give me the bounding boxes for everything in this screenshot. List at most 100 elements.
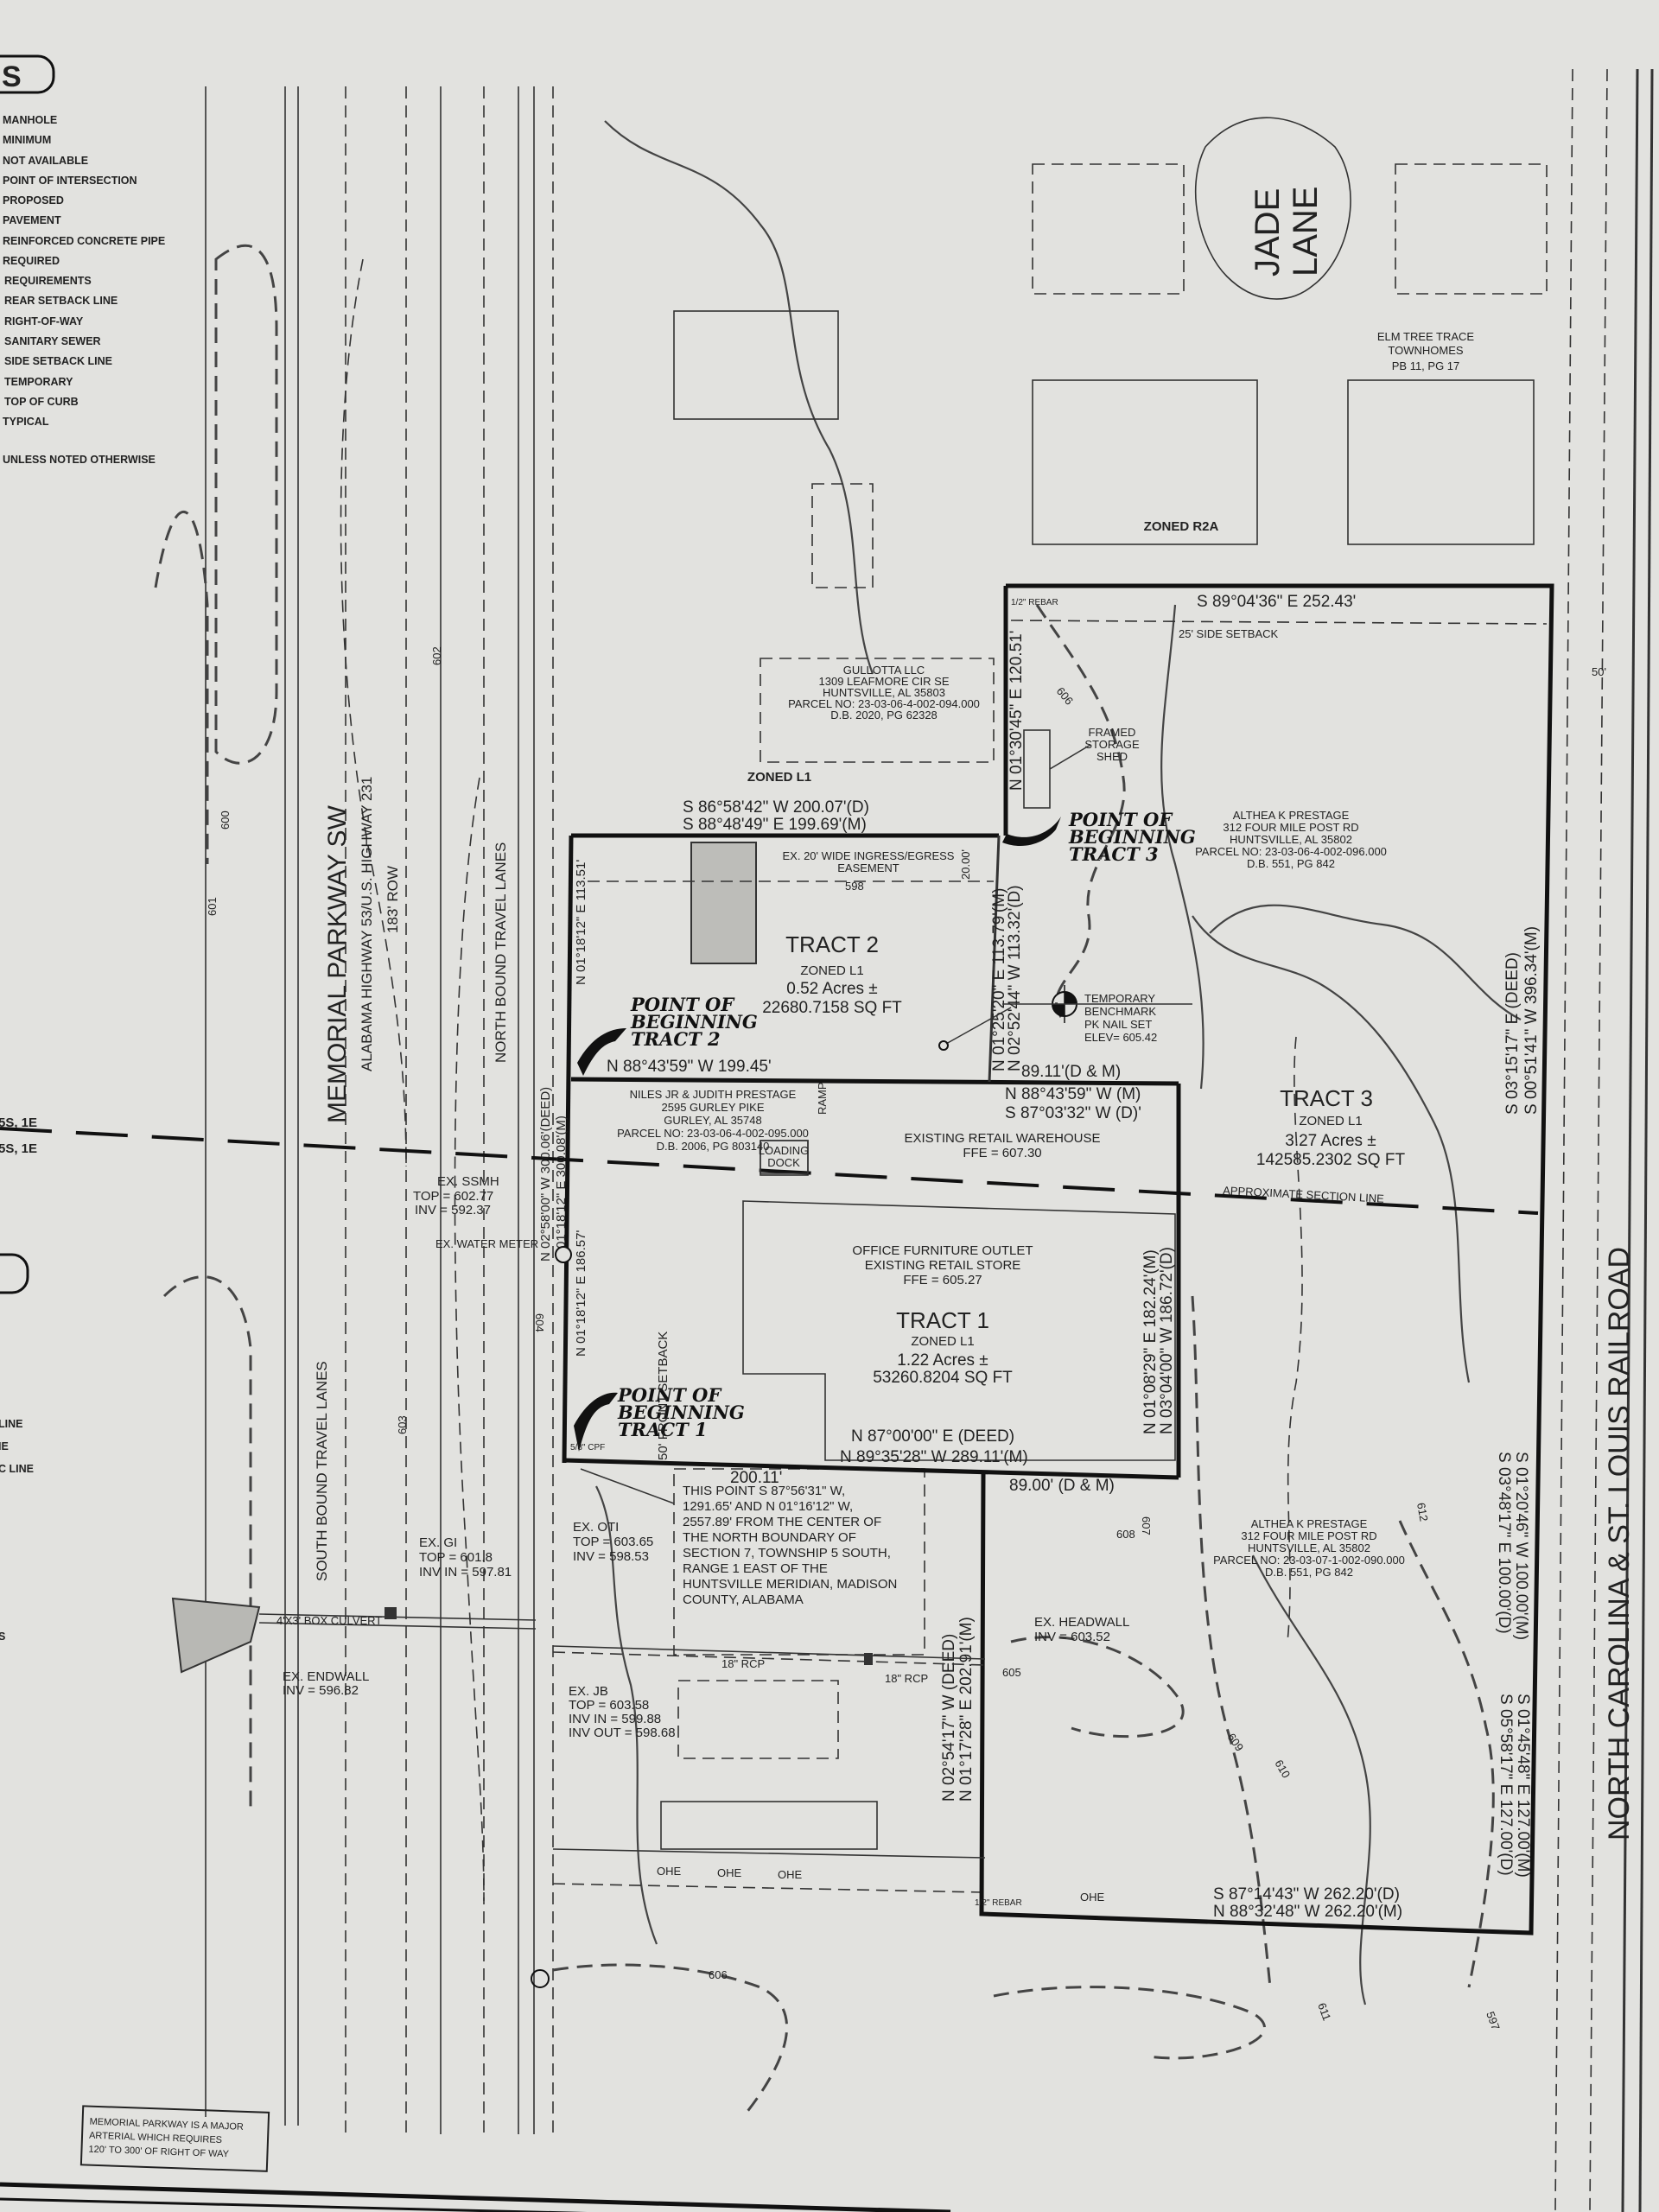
bearing-label: S 88°48'49" E 199.69'(M) — [683, 816, 867, 834]
tract2-sqft: 22680.7158 SQ FT — [762, 999, 902, 1017]
section-line-label: APPROXIMATE SECTION LINE — [1223, 1184, 1385, 1205]
pob-tract2: TRACT 2 — [631, 1028, 721, 1050]
elm-tree-label: PB 11, PG 17 — [1392, 359, 1460, 372]
south-bound-lanes-label: SOUTH BOUND TRAVEL LANES — [314, 1361, 330, 1581]
survey-annotations: EX. 20' WIDE INGRESS/EGRESS EASEMENT FRA… — [276, 598, 1385, 1988]
zoned-r2a-label: ZONED R2A — [1144, 519, 1219, 534]
junction-box-symbol — [864, 1653, 873, 1665]
althea-north-label: ALTHEA K PRESTAGE — [1233, 809, 1350, 822]
tract3-boundary — [979, 583, 1554, 1936]
retail-store-footprint — [742, 1200, 1176, 1461]
benchmark-label: ELEV= 605.42 — [1084, 1031, 1157, 1044]
cpf-label: 5/8" CPF — [570, 1443, 605, 1452]
tract-labels: TRACT 2 ZONED L1 0.52 Acres ± 22680.7158… — [762, 931, 1405, 1387]
parkway-name: MEMORIAL PARKWAY SW — [323, 804, 352, 1123]
ssmh-label: EX. SSMH — [437, 1174, 499, 1189]
this-point-note: HUNTSVILLE MERIDIAN, MADISON — [683, 1577, 897, 1592]
legend-title: S — [2, 60, 22, 93]
railroad-offset-label: 50' — [1592, 665, 1606, 678]
bearing-label: N 01°30'45" E 120.51' — [1007, 631, 1026, 791]
jade-lane-cul-de-sac — [1194, 117, 1351, 300]
warehouse-label: FFE = 607.30 — [963, 1146, 1041, 1160]
overhead-electric-label: OHE — [1080, 1891, 1105, 1904]
endwall-label: INV = 596.82 — [283, 1683, 359, 1698]
tract1-title: TRACT 1 — [896, 1307, 989, 1333]
tract2-south-line — [570, 1077, 1179, 1086]
contour-label: 597 — [1484, 2010, 1503, 2032]
sheet-border — [0, 2182, 951, 2212]
legend-item: REQUIRED — [3, 255, 60, 267]
pob-tract2: POINT OF — [630, 994, 735, 1015]
parkway-note: ARTERIAL WHICH REQUIRES — [89, 2131, 222, 2145]
bearing-label: N 01°25'20" E 113.79'(M) — [990, 888, 1008, 1071]
pob-tract1: POINT OF — [617, 1384, 722, 1406]
headwall-label: EX. HEADWALL — [1034, 1615, 1129, 1630]
pob-tract3: TRACT 3 — [1069, 843, 1159, 865]
gullotta-label: HUNTSVILLE, AL 35803 — [823, 686, 945, 699]
legend-item: RIGHT-OF-WAY — [4, 315, 84, 327]
cut-label: IE — [0, 1440, 9, 1452]
ramp-label: RAMP — [816, 1082, 829, 1115]
contour-label: 607 — [1140, 1516, 1153, 1535]
legend-item: REAR SETBACK LINE — [4, 295, 118, 307]
bearing-label: N 02°54'17" W (DEED) — [940, 1634, 958, 1802]
althea-south-label: 312 FOUR MILE POST RD — [1241, 1529, 1376, 1542]
grate-inlet-label: EX. GI — [419, 1535, 457, 1550]
tract1-south-line — [563, 1458, 1179, 1480]
grate-inlet-label: TOP = 601.8 — [419, 1550, 493, 1565]
bearing-label: S 03°48'17" E 100.00'(D) — [1495, 1452, 1513, 1634]
benchmark-symbol — [938, 985, 1192, 1051]
endwall-label: EX. ENDWALL — [283, 1669, 369, 1684]
parkway-highway-label: ALABAMA HIGHWAY 53/U.S. HIGHWAY 231 — [359, 777, 375, 1071]
niles-label: GURLEY, AL 35748 — [664, 1114, 761, 1127]
gravel-pad — [690, 842, 757, 964]
easement-width-label: 20.00' — [959, 849, 972, 880]
contour-label: 611 — [1315, 2001, 1333, 2023]
contour-label: 600 — [219, 810, 232, 830]
neighbor-labels: ELM TREE TRACE TOWNHOMES PB 11, PG 17 ZO… — [617, 330, 1474, 1579]
althea-south-label: D.B. 551, PG 842 — [1265, 1566, 1353, 1579]
benchmark-label: PK NAIL SET — [1084, 1018, 1152, 1031]
legend-item: TYPICAL — [3, 416, 49, 428]
section-ref: 5S, 1E — [0, 1116, 37, 1130]
this-point-note: RANGE 1 EAST OF THE — [683, 1561, 828, 1576]
property-boundaries — [552, 583, 1554, 1936]
legend-item: POINT OF INTERSECTION — [3, 175, 137, 187]
neighbor-buildings — [552, 117, 1548, 1893]
shed-label: STORAGE — [1084, 738, 1140, 751]
bearing-label: N 87°00'00" E (DEED) — [851, 1427, 1014, 1446]
legend-pill — [0, 1253, 29, 1294]
legend-item: SANITARY SEWER — [4, 335, 101, 347]
overhead-electric-label: OHE — [717, 1866, 742, 1879]
this-point-note: THIS POINT S 87°56'31" W, — [683, 1484, 845, 1498]
easement-label: EX. 20' WIDE INGRESS/EGRESS — [783, 849, 955, 862]
contour-label: 605 — [1002, 1666, 1021, 1679]
this-point-note: 1291.65' AND N 01°16'12" W, — [683, 1499, 853, 1514]
legend-item: PAVEMENT — [3, 214, 61, 226]
bearing-label: S 89°04'36" E 252.43' — [1197, 593, 1356, 611]
segment-length: 200.11' — [730, 1469, 782, 1487]
tract2-zone: ZONED L1 — [800, 963, 863, 978]
loading-dock — [760, 1140, 809, 1174]
this-point-note: THE NORTH BOUNDARY OF — [683, 1530, 856, 1545]
road-linework — [154, 86, 554, 2134]
this-point-note: SECTION 7, TOWNSHIP 5 SOUTH, — [683, 1546, 891, 1560]
junction-box-label: EX. JB — [569, 1684, 608, 1699]
althea-south-label: PARCEL NO: 23-03-07-1-002-090.000 — [1213, 1554, 1405, 1567]
sewer-manhole-icon — [531, 1969, 550, 1988]
cut-label: C LINE — [0, 1463, 34, 1475]
elm-tree-label: TOWNHOMES — [1388, 344, 1463, 357]
west-boundary-line — [562, 835, 574, 1464]
railroad-label: NORTH CAROLINA & ST. LOUIS RAILROAD — [1603, 1247, 1636, 1840]
tract3-title: TRACT 3 — [1280, 1085, 1373, 1111]
pob-tract3-arrow — [1002, 817, 1061, 847]
legend-item: REQUIREMENTS — [4, 275, 92, 287]
tract3-sqft: 142585.2302 SQ FT — [1256, 1151, 1406, 1169]
headwall-label: INV = 603.52 — [1034, 1630, 1110, 1644]
cut-label: LINE — [0, 1418, 22, 1430]
bearing-label: S 03°15'17" E (DEED) — [1503, 952, 1522, 1115]
storage-shed — [1023, 729, 1051, 809]
legend-item: PROPOSED — [3, 194, 64, 207]
pob-tract3: BEGINNING — [1068, 826, 1196, 848]
tract1-building: FFE = 605.27 — [903, 1273, 982, 1287]
